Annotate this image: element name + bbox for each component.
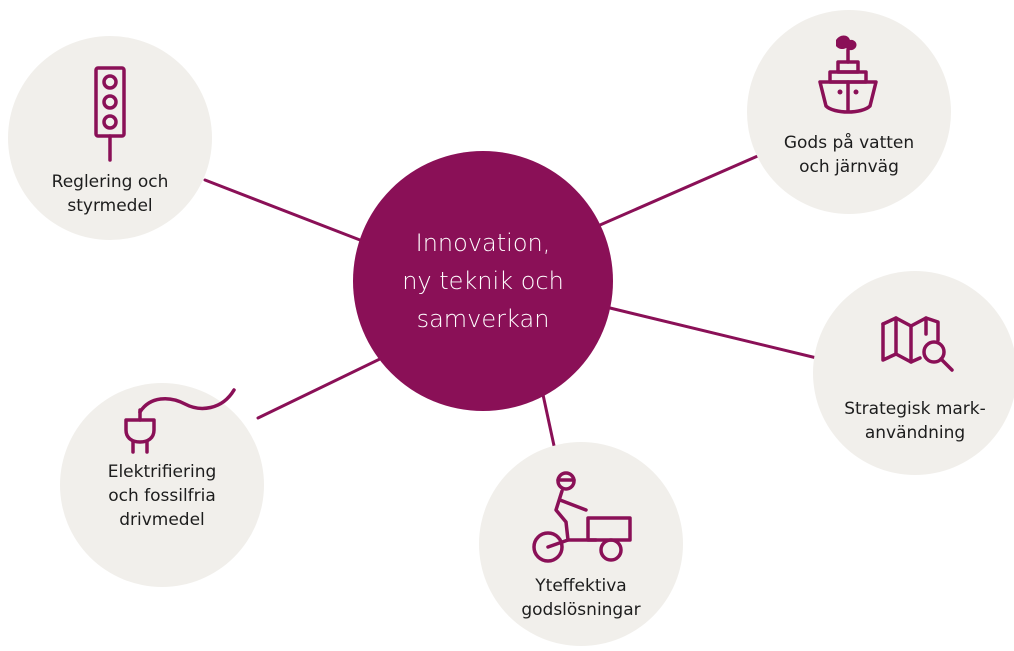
node-label-gods: Gods på vatten och järnväg [783, 133, 915, 177]
node-label-elektrifiering: Elektrifiering och fossilfria drivmedel [107, 462, 217, 530]
connector-gods [598, 153, 762, 227]
node-strategisk-circle [813, 271, 1014, 475]
center-circle [353, 151, 613, 411]
node-label-reglering: Reglering och styrmedel [51, 172, 169, 216]
connector-reglering [203, 178, 362, 242]
node-elektrifiering-circle [60, 383, 264, 587]
node-label-yteffektiva: Yteffektiva godslösningar [521, 576, 641, 620]
traffic-light-icon [94, 66, 126, 162]
node-yteffektiva-circle [479, 442, 683, 646]
plug-icon [124, 388, 236, 454]
map-search-icon [881, 316, 954, 372]
cargo-bike-icon [532, 471, 632, 563]
center-label: Innovation, ny teknik och samverkan [402, 229, 564, 333]
connector-yteffektiva [540, 388, 558, 457]
connector-strategisk [608, 306, 827, 362]
node-label-strategisk: Strategisk mark- användning [844, 399, 986, 443]
ship-icon [818, 35, 878, 114]
connector-elektrifiering [256, 356, 384, 420]
